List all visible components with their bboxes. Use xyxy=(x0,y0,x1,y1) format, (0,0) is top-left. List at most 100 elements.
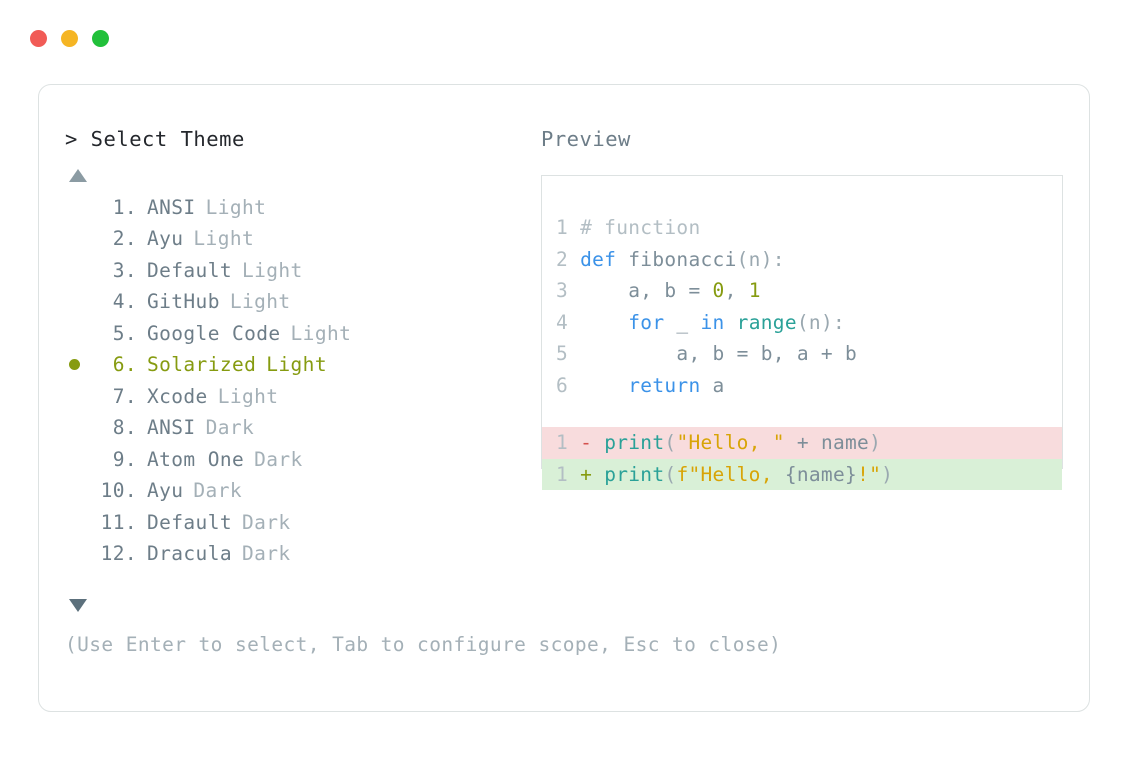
theme-list-item[interactable]: 2. Ayu Light xyxy=(65,227,535,259)
theme-list-item[interactable]: 10. Ayu Dark xyxy=(65,479,535,511)
code-token: return xyxy=(628,373,701,397)
code-token: 0 xyxy=(712,279,725,302)
code-token: print xyxy=(604,431,665,454)
theme-item-name: Default xyxy=(147,510,232,534)
theme-item-variant: Light xyxy=(241,258,303,282)
theme-item-index: 6. xyxy=(112,353,137,377)
code-token: ) xyxy=(869,431,882,454)
code-token: (n): xyxy=(796,310,846,334)
theme-item-variant: Dark xyxy=(241,542,291,566)
theme-item-variant: Dark xyxy=(205,416,255,440)
theme-item-variant: Dark xyxy=(241,510,291,534)
theme-item-variant: Light xyxy=(217,384,279,408)
code-token xyxy=(725,311,737,334)
line-number: 3 xyxy=(556,279,581,302)
scroll-down-icon[interactable] xyxy=(69,599,87,612)
theme-item-index: 5. xyxy=(112,321,137,345)
window-titlebar xyxy=(30,30,109,47)
theme-item-name: Ayu xyxy=(147,227,184,251)
theme-item-index: 8. xyxy=(112,416,137,440)
code-token xyxy=(580,311,628,334)
diff-line-add: 1 + print(f"Hello, {name}!") xyxy=(542,458,1062,490)
line-number: 2 xyxy=(556,247,581,271)
code-token: f"Hello, xyxy=(676,462,785,486)
code-token xyxy=(580,374,628,397)
code-token: a xyxy=(700,373,725,397)
line-number: 1 xyxy=(556,462,581,486)
theme-item-variant: Dark xyxy=(254,447,303,471)
theme-item-index: 3. xyxy=(112,258,137,282)
code-token: # function xyxy=(580,216,701,239)
theme-item-name: Solarized xyxy=(147,353,257,377)
theme-item-index: 10. xyxy=(100,479,137,503)
code-token: def xyxy=(580,247,629,271)
code-token: + xyxy=(784,431,821,454)
code-token: name xyxy=(820,431,870,454)
theme-list-item[interactable]: 7. Xcode Light xyxy=(65,385,535,417)
theme-item-variant: Dark xyxy=(193,479,242,503)
theme-item-variant: Light xyxy=(229,290,291,314)
minimize-button[interactable] xyxy=(61,30,78,47)
theme-list-item[interactable]: 8. ANSI Dark xyxy=(65,416,535,448)
code-token: "Hello, " xyxy=(676,431,785,454)
code-token: (n): xyxy=(736,247,785,271)
code-token: {name} xyxy=(784,462,858,486)
diff-marker: - xyxy=(580,431,605,454)
line-number: 1 xyxy=(556,216,581,239)
code-token: ( xyxy=(664,462,677,486)
code-line: 1 # function xyxy=(542,212,1062,244)
code-token: a, b = xyxy=(580,279,713,302)
code-token: , xyxy=(724,279,749,302)
close-button[interactable] xyxy=(30,30,47,47)
theme-item-name: GitHub xyxy=(147,290,220,314)
theme-item-index: 9. xyxy=(112,447,137,471)
diff-line-del: 1 - print("Hello, " + name) xyxy=(542,427,1062,459)
code-token: in xyxy=(700,310,725,334)
diff-marker: + xyxy=(580,462,605,486)
theme-item-name: Xcode xyxy=(147,384,208,408)
code-token: ) xyxy=(881,462,894,486)
code-line: 2 def fibonacci(n): xyxy=(542,244,1062,276)
scroll-up-icon[interactable] xyxy=(69,168,87,182)
theme-item-index: 2. xyxy=(112,227,137,251)
code-token: fibonacci xyxy=(628,247,737,271)
theme-list-item[interactable]: 3. Default Light xyxy=(65,259,535,291)
selected-bullet-icon xyxy=(69,359,80,371)
keyboard-hint: (Use Enter to select, Tab to configure s… xyxy=(65,633,782,656)
theme-item-variant: Light xyxy=(193,227,255,251)
theme-item-name: Default xyxy=(147,258,232,282)
code-line: 3 a, b = 0, 1 xyxy=(542,275,1062,307)
code-token: _ xyxy=(664,310,701,334)
theme-item-name: Google Code xyxy=(147,321,281,345)
line-number: 5 xyxy=(556,342,581,365)
maximize-button[interactable] xyxy=(92,30,109,47)
page-title: > Select Theme xyxy=(65,127,245,151)
theme-item-name: Ayu xyxy=(147,479,184,503)
code-line: 5 a, b = b, a + b xyxy=(542,338,1062,370)
theme-item-index: 7. xyxy=(112,384,137,408)
theme-item-name: ANSI xyxy=(147,416,196,440)
theme-item-name: Dracula xyxy=(147,542,232,566)
theme-item-variant: Light xyxy=(205,195,267,219)
diff-block: 1 - print("Hello, " + name)1 + print(f"H… xyxy=(542,427,1062,490)
code-token: 1 xyxy=(748,279,761,302)
code-line: 4 for _ in range(n): xyxy=(542,307,1062,339)
code-token: for xyxy=(628,310,665,334)
line-number: 4 xyxy=(556,310,581,334)
code-token: ( xyxy=(664,431,677,454)
code-token: range xyxy=(736,310,797,334)
code-token: print xyxy=(604,462,665,486)
line-number: 6 xyxy=(556,373,581,397)
